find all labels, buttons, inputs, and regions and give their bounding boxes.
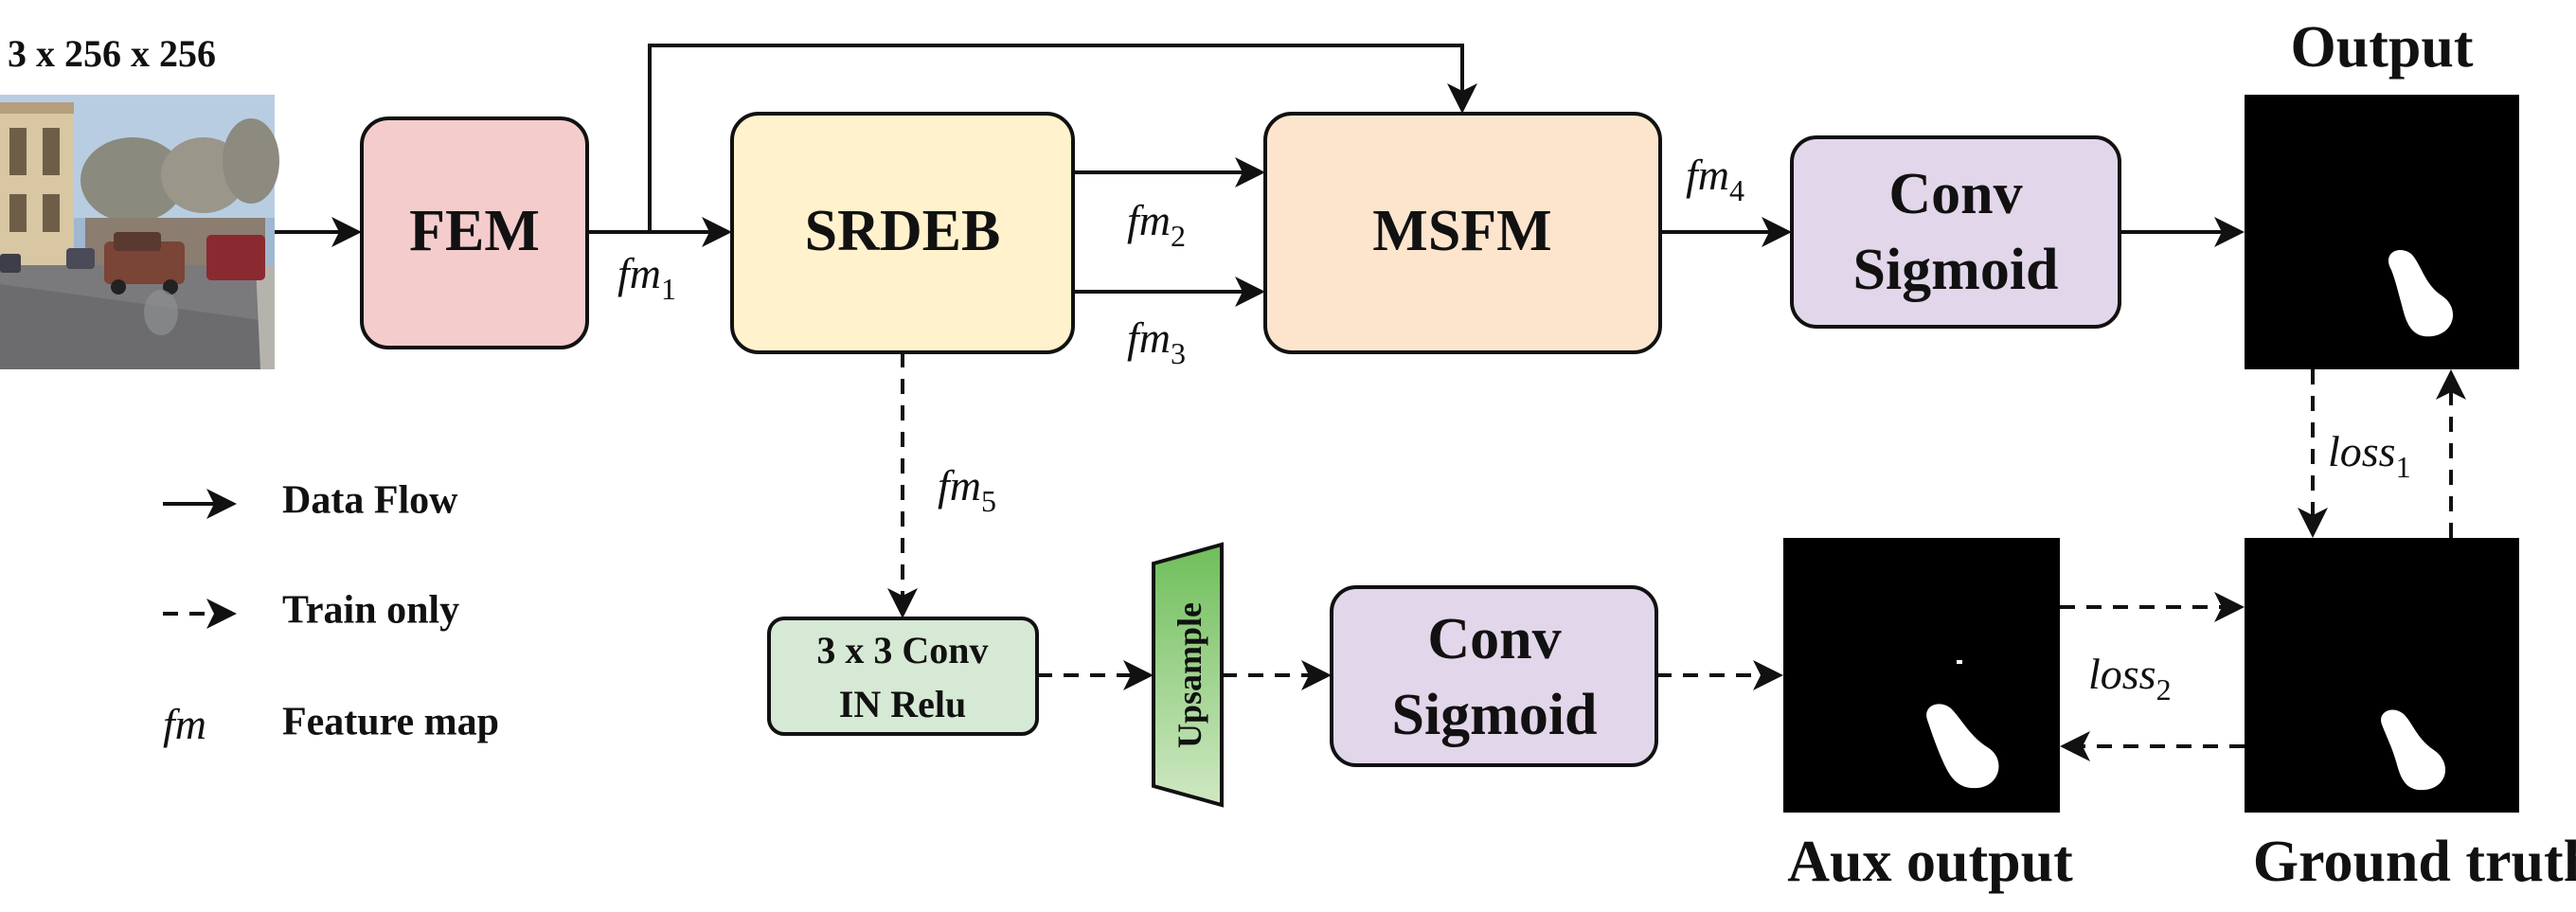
msfm-block: MSFM — [1263, 112, 1662, 354]
conv-sigmoid-aux-block: Conv Sigmoid — [1330, 585, 1658, 767]
legend-train-only: Train only — [282, 589, 459, 633]
ground-truth-title: Ground truth — [2253, 830, 2576, 894]
conv-in-relu-line1: 3 x 3 Conv — [816, 629, 988, 671]
legend-feature-map: Feature map — [282, 701, 499, 744]
input-size-label: 3 x 256 x 256 — [8, 32, 216, 75]
msfm-label: MSFM — [1372, 199, 1551, 263]
conv-in-relu-block: 3 x 3 Conv IN Relu — [767, 617, 1039, 736]
aux-output-mask — [1783, 538, 2060, 813]
fm1-label: fm1 — [617, 249, 676, 306]
upsample-label: Upsample — [1171, 602, 1208, 748]
conv-sigmoid-main-line2: Sigmoid — [1852, 238, 2058, 302]
arrow-skip-fm1-to-msfm — [648, 44, 1477, 232]
fm3-label: fm3 — [1127, 313, 1186, 370]
upsample-block: Upsample — [1152, 542, 1224, 808]
conv-sigmoid-main-line1: Conv — [1888, 162, 2022, 226]
input-image — [0, 95, 279, 369]
conv-sigmoid-main-block: Conv Sigmoid — [1790, 135, 2121, 329]
legend-data-flow: Data Flow — [282, 479, 458, 523]
ground-truth-mask — [2245, 538, 2519, 813]
conv-sigmoid-aux-line1: Conv — [1427, 607, 1561, 671]
legend: Data Flow Train only fm Feature map — [163, 479, 499, 748]
aux-output-title: Aux output — [1787, 830, 2073, 894]
legend-fm-symbol: fm — [163, 700, 206, 748]
srdeb-label: SRDEB — [805, 199, 1001, 263]
loss1-label: loss1 — [2328, 427, 2411, 484]
srdeb-block: SRDEB — [730, 112, 1075, 354]
loss2-label: loss2 — [2088, 650, 2172, 706]
fem-block: FEM — [360, 116, 589, 349]
conv-in-relu-line2: IN Relu — [839, 683, 966, 725]
fem-label: FEM — [409, 199, 540, 263]
fm2-label: fm2 — [1127, 196, 1186, 253]
fm4-label: fm4 — [1686, 151, 1744, 207]
fm5-label: fm5 — [938, 461, 996, 518]
conv-sigmoid-aux-line2: Sigmoid — [1391, 683, 1597, 747]
output-title: Output — [2291, 15, 2474, 80]
output-mask — [2245, 95, 2519, 369]
